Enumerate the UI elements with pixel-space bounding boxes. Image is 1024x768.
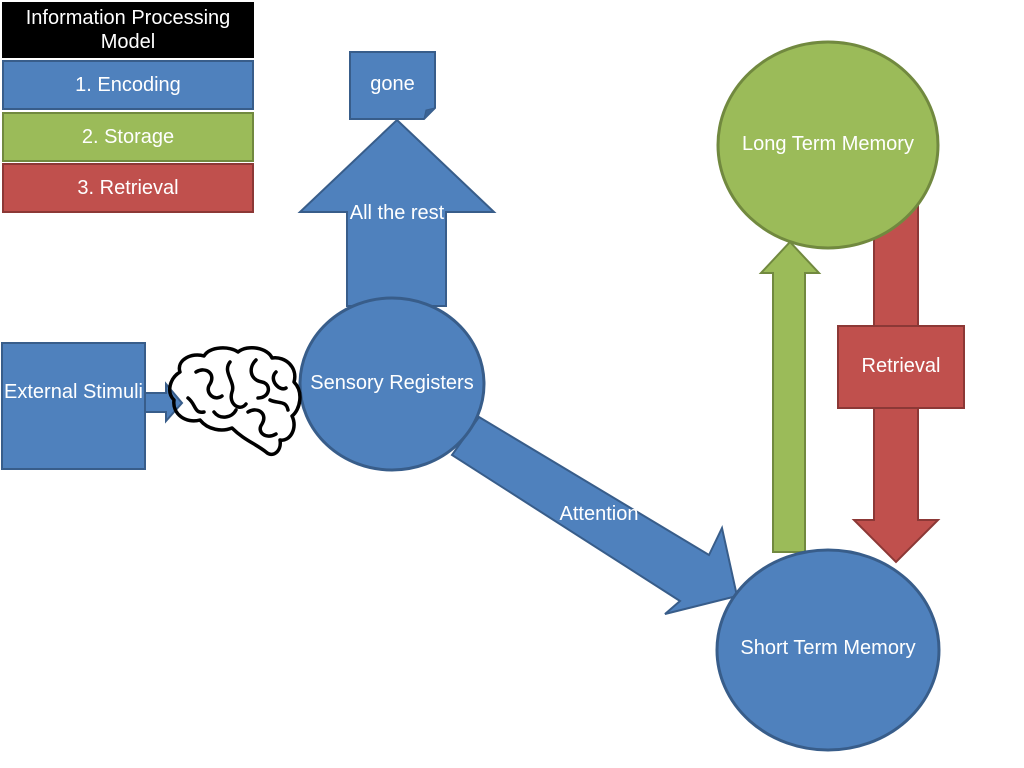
- long-term-memory-node: [716, 40, 940, 250]
- short-term-memory-label: Short Term Memory: [740, 637, 916, 659]
- external-stimuli-box: [1, 342, 146, 470]
- legend-title-text: Information Processing Model: [25, 7, 231, 53]
- legend-item-retrieval: 3. Retrieval: [2, 163, 254, 213]
- gone-note-fold: [423, 107, 436, 120]
- short-term-memory-node: [715, 548, 941, 752]
- attention-arrow: [450, 415, 739, 615]
- all-the-rest-arrow: [297, 118, 497, 307]
- attention-label: Attention: [559, 503, 639, 525]
- legend-title: Information Processing Model: [2, 2, 254, 58]
- all-the-rest-label: All the rest: [349, 202, 445, 224]
- retrieval-label: Retrieval: [861, 355, 941, 377]
- legend-item-retrieval-label: 3. Retrieval: [77, 177, 179, 199]
- gone-label: gone: [370, 73, 415, 95]
- long-term-memory-label: Long Term Memory: [742, 133, 914, 155]
- legend-item-encoding-label: 1. Encoding: [75, 74, 181, 96]
- retrieval-box: [837, 325, 965, 409]
- sensory-registers-label: Sensory Registers: [310, 372, 474, 394]
- legend-item-storage-label: 2. Storage: [81, 126, 175, 148]
- legend-item-storage: 2. Storage: [2, 112, 254, 162]
- legend-item-encoding: 1. Encoding: [2, 60, 254, 110]
- brain-icon: [168, 346, 302, 457]
- sensory-registers-node: [298, 296, 486, 472]
- external-stimuli-label: External Stimuli: [4, 381, 143, 403]
- stimuli-arrow: [144, 381, 184, 424]
- storage-arrow: [758, 240, 822, 553]
